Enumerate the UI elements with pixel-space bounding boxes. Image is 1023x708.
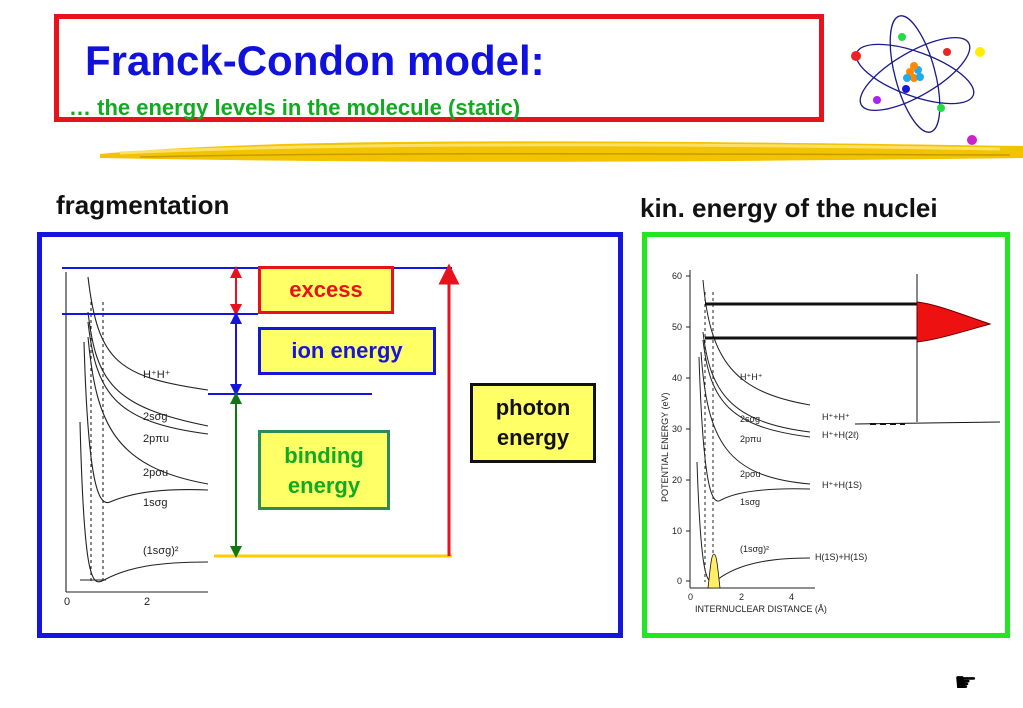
- asymptote-h1s: H⁺+H(1S): [822, 480, 862, 490]
- decorative-brush-stroke: [100, 141, 1023, 162]
- page-title: Franck-Condon model:: [85, 37, 545, 84]
- title-box: Franck-Condon model: … the energy levels…: [54, 14, 824, 122]
- y-tick-50: 50: [672, 322, 682, 332]
- rcurve-label-2pu: 2pπu: [740, 434, 761, 444]
- y-tick-30: 30: [672, 424, 682, 434]
- rcurve-label-1sg: 1sσg: [740, 497, 760, 507]
- curve-label-1sg: 1sσg: [143, 497, 168, 509]
- photon-energy-line2: energy: [496, 425, 570, 450]
- curve-label-2psu: 2pσu: [143, 467, 168, 479]
- kinetic-energy-distribution: [916, 301, 992, 343]
- y-axis-label: POTENTIAL ENERGY (eV): [660, 392, 670, 502]
- x-tick-0: 0: [64, 596, 70, 608]
- y-tick-40: 40: [672, 373, 682, 383]
- y-tick-20: 20: [672, 475, 682, 485]
- binding-energy-line1: binding: [284, 443, 364, 468]
- rcurve-label-2psu: 2pσu: [740, 469, 761, 479]
- curve-label-hh: H⁺H⁺: [143, 369, 171, 381]
- y-tick-10: 10: [672, 526, 682, 536]
- y-tick-60: 60: [672, 271, 682, 281]
- asymptote-h1s-h1s: H(1S)+H(1S): [815, 552, 867, 562]
- fragmentation-heading: fragmentation: [56, 190, 230, 220]
- x-axis-label: INTERNUCLEAR DISTANCE (Å): [695, 604, 827, 614]
- potential-curves-sketch: H⁺H⁺ 2sσg 2pπu 2pσu 1sσg (1sσg)² 0 2: [64, 272, 209, 608]
- pointing-hand-icon[interactable]: ☛: [954, 667, 978, 697]
- binding-energy-label: binding energy: [258, 430, 390, 510]
- curve-label-2pu: 2pπu: [143, 433, 169, 445]
- kinetic-energy-panel: [642, 232, 1010, 638]
- atom-icon: [851, 15, 985, 145]
- potential-energy-figure: 60 50 40 30 20 10 0 0 2 4 INTERNUCLEAR D…: [660, 270, 1000, 614]
- binding-energy-line2: energy: [287, 473, 361, 498]
- asymptote-h2l: H⁺+H(2ℓ): [822, 430, 859, 440]
- rcurve-label-2sg: 2sσg: [740, 414, 760, 424]
- curve-label-2sg: 2sσg: [143, 411, 168, 423]
- rcurve-label-1sg2: (1sσg)²: [740, 544, 769, 554]
- x-tick-4: 4: [789, 592, 794, 602]
- photon-energy-line1: photon: [495, 395, 571, 420]
- asymptote-hh: H⁺+H⁺: [822, 412, 850, 422]
- page-subtitle: … the energy levels in the molecule (sta…: [69, 95, 521, 120]
- curve-label-1sg2: (1sσg)²: [143, 545, 179, 557]
- x-tick-0: 0: [688, 592, 693, 602]
- excess-label: excess: [258, 266, 394, 314]
- kinetic-energy-heading: kin. energy of the nuclei: [640, 193, 938, 223]
- photon-energy-label: photon energy: [470, 383, 596, 463]
- ground-state-wavefunction: [707, 553, 721, 589]
- fragmentation-panel: [37, 232, 623, 638]
- ion-energy-label: ion energy: [258, 327, 436, 375]
- x-tick-2: 2: [144, 596, 150, 608]
- x-tick-2: 2: [739, 592, 744, 602]
- rcurve-label-hh: H⁺H⁺: [740, 372, 763, 382]
- y-tick-0: 0: [677, 576, 682, 586]
